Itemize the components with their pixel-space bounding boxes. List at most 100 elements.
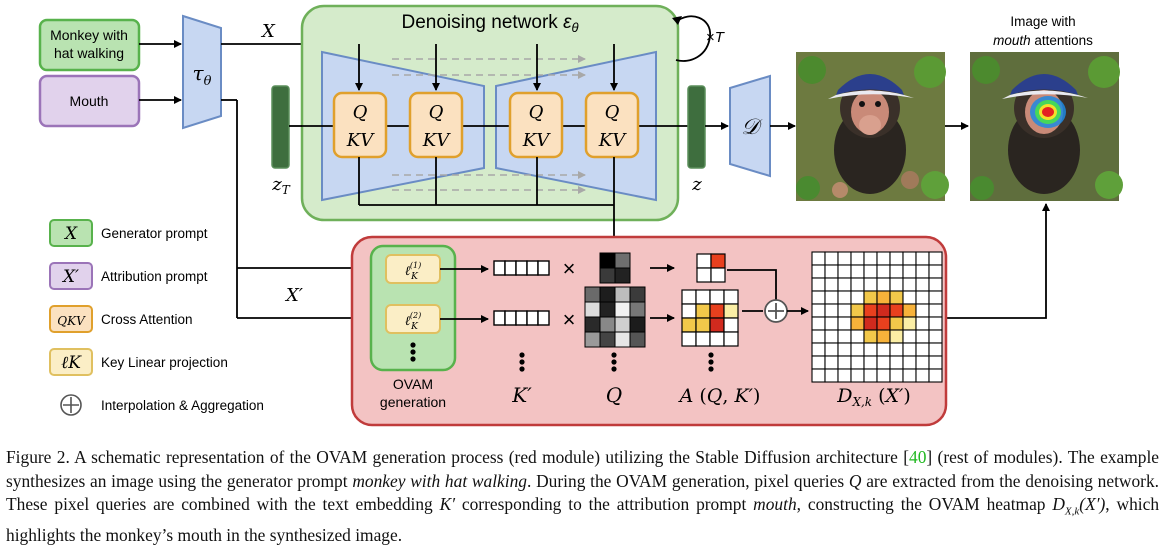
heatmap-cell	[863, 277, 878, 292]
heatmap-cell	[928, 290, 943, 305]
times-t-label: ×T	[706, 29, 726, 46]
heatmap-cell	[915, 368, 930, 383]
heatmap-cell	[928, 303, 943, 318]
generator-prompt-line1: Monkey with	[50, 27, 128, 43]
heatmap-cell	[915, 316, 930, 331]
heatmap-cell	[902, 368, 917, 383]
key-projection-1: ℓK(1)	[385, 254, 441, 284]
generator-prompt-line2: hat walking	[54, 45, 124, 61]
heatmap-cell	[863, 342, 878, 357]
q-text: Q	[353, 102, 368, 123]
key-vector-2	[493, 310, 550, 326]
heatmap-cell	[928, 355, 943, 370]
d-label: DX,k (X′)	[836, 385, 911, 409]
attention-cell	[695, 303, 711, 319]
query-cell	[599, 316, 616, 333]
key-token-cell	[537, 260, 550, 276]
heatmap-cell	[850, 251, 865, 266]
heatmap-cell	[876, 277, 891, 292]
query-cell	[614, 301, 631, 318]
heatmap-cell	[863, 303, 878, 318]
key-vector-1	[493, 260, 550, 276]
decoder: 𝒟	[729, 74, 771, 178]
x-label: X	[260, 21, 276, 42]
attention-cell	[681, 303, 697, 319]
heatmap-cell	[902, 316, 917, 331]
heatmap-cell	[837, 290, 852, 305]
heatmap-cell	[863, 251, 878, 266]
caption-ref[interactable]: 40	[909, 447, 927, 467]
legend-swatch	[49, 262, 93, 290]
kv-text: KV	[522, 130, 551, 151]
caption-part4: are extracted from the denoising network…	[6, 470, 1160, 515]
heatmap-cell	[915, 329, 930, 344]
heatmap-cell	[850, 329, 865, 344]
attention-grid-large	[681, 289, 739, 347]
zt-label: zT	[271, 174, 290, 197]
cross-attention-block-3: Q KV	[508, 91, 564, 159]
heatmap-cell	[889, 329, 904, 344]
query-cell	[584, 316, 601, 333]
legend-label: Generator prompt	[101, 226, 208, 241]
key-projection-2: ℓK(2)	[385, 304, 441, 334]
mouth-attentions-label: mouth attentions	[993, 33, 1093, 48]
query-cell	[614, 331, 631, 348]
heatmap-cell	[876, 368, 891, 383]
heatmap-cell	[824, 277, 839, 292]
legend-label: Interpolation & Aggregation	[101, 398, 264, 413]
heatmap-cell	[863, 264, 878, 279]
heatmap-cell	[824, 316, 839, 331]
denoising-network: Denoising network εθ Q KV Q K	[300, 4, 688, 222]
latent-zt: zT	[271, 85, 291, 197]
heatmap-cell	[811, 251, 826, 266]
heatmap-cell	[824, 290, 839, 305]
key-token-cell	[504, 310, 517, 326]
heatmap-cell	[863, 368, 878, 383]
heatmap-cell	[876, 329, 891, 344]
query-cell	[599, 252, 616, 269]
heatmap-cell	[889, 303, 904, 318]
legend-label: Attribution prompt	[101, 269, 208, 284]
query-grid-large	[584, 286, 646, 348]
heatmap-cell	[915, 264, 930, 279]
heatmap-cell	[811, 290, 826, 305]
q-text: Q	[605, 102, 620, 123]
text-encoder-tau: τθ	[182, 14, 222, 130]
x-prime-label: X′	[284, 285, 303, 306]
query-cell	[599, 331, 616, 348]
heatmap-cell	[824, 355, 839, 370]
key-token-cell	[504, 260, 517, 276]
heatmap-cell	[837, 316, 852, 331]
key-token-cell	[493, 260, 506, 276]
ellipsis-dots-2	[519, 352, 525, 372]
attention-cell	[696, 253, 712, 269]
z-label: z	[691, 174, 702, 195]
kv-text: KV	[598, 130, 627, 151]
heatmap-cell	[915, 251, 930, 266]
caption-part2: ] (rest of modules). The example synthes…	[6, 447, 1159, 491]
heatmap-cell	[824, 368, 839, 383]
key-token-cell	[515, 310, 528, 326]
caption-part7: , which highlights the monkey’s mouth in…	[6, 494, 1160, 545]
cross-attention-block-2: Q KV	[408, 91, 464, 159]
heatmap-cell	[876, 264, 891, 279]
attention-cell	[709, 331, 725, 347]
heatmap-cell	[889, 251, 904, 266]
attention-overlay-image	[970, 52, 1123, 201]
key-token-cell	[526, 260, 539, 276]
key-token-cell	[537, 310, 550, 326]
heatmap-cell	[824, 329, 839, 344]
heatmap-cell	[889, 316, 904, 331]
key-token-cell	[515, 260, 528, 276]
caption-italic-prompt: monkey with hat walking	[352, 470, 527, 491]
attention-cell	[681, 317, 697, 333]
heatmap-cell	[902, 264, 917, 279]
heatmap-cell	[863, 316, 878, 331]
caption-d: DX,k(X′)	[1052, 494, 1106, 518]
q-text: Q	[529, 102, 544, 123]
attention-cell	[709, 317, 725, 333]
caption-q: Q	[848, 470, 862, 491]
ovam-module: ℓK(1) ℓK(2) OVAM generation × × K′ Q	[350, 235, 948, 427]
